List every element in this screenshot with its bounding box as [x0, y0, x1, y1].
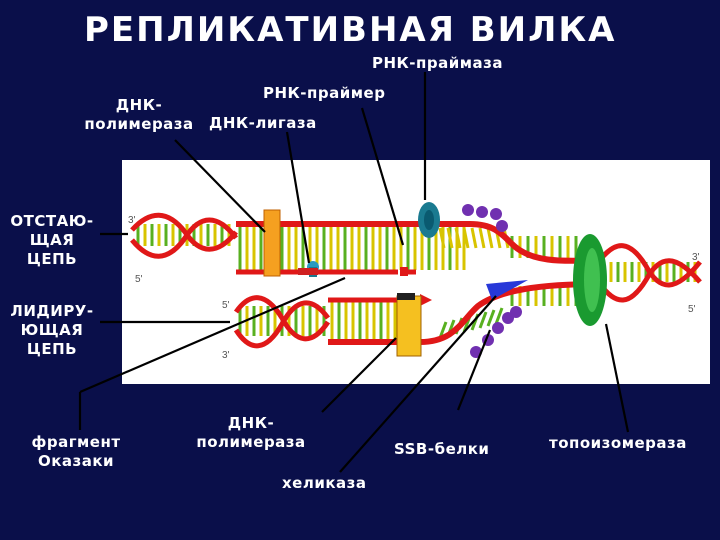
label-leading-line1: ЛИДИРУ- — [10, 302, 94, 320]
ssb-protein — [490, 208, 502, 220]
label-okazaki-fragment: фрагмент Оказаки — [22, 433, 130, 471]
dna-polymerase-leading — [396, 295, 422, 357]
rung-single-bottom — [494, 307, 504, 325]
top-parental-strand — [236, 221, 601, 264]
label-dna-polymerase-top: ДНК- полимераза — [76, 96, 202, 134]
pointer-ssb — [456, 329, 492, 411]
pointer-primer — [360, 107, 405, 246]
dna-polymerase-lagging — [263, 209, 281, 277]
pointer-ligase — [285, 131, 311, 264]
rung-single-top — [454, 227, 462, 249]
rung-single-top — [470, 227, 478, 249]
pointer-dna-polymerase-bottom — [321, 337, 397, 413]
label-rna-primase: РНК-праймаза — [372, 54, 503, 72]
label-topoisomerase: топоизомераза — [549, 434, 687, 452]
slide-title: РЕПЛИКАТИВНАЯ ВИЛКА — [84, 10, 617, 50]
label-lagging-strand: ОТСТАЮ- ЩАЯ ЦЕПЬ — [2, 212, 102, 269]
ssb-protein — [496, 220, 508, 232]
leading-strand-arrow — [420, 294, 432, 306]
label-lagging-line2: ЩАЯ — [29, 231, 75, 249]
ssb-protein — [492, 322, 504, 334]
bottom-helix-strand-b — [233, 300, 331, 349]
rung-single-top — [438, 227, 446, 249]
end-top-left-5: 5' — [135, 274, 143, 285]
end-top-left-3: 3' — [128, 215, 136, 226]
end-right-3: 3' — [692, 252, 700, 263]
label-okazaki-line2: Оказаки — [37, 452, 115, 470]
ssb-protein — [462, 204, 474, 216]
rung-single-top — [486, 227, 494, 249]
label-lagging-line1: ОТСТАЮ- — [10, 212, 94, 230]
rung-single-top — [478, 227, 486, 249]
label-dna-polymerase-top-line1: ДНК- — [115, 96, 163, 114]
helicase — [486, 280, 528, 300]
ssb-proteins — [462, 204, 522, 358]
rung-single-top — [462, 227, 470, 249]
pointer-okazaki-2 — [79, 276, 346, 394]
label-leading-line2: ЮЩАЯ — [20, 321, 84, 339]
rna-primer-1 — [400, 267, 408, 276]
top-helix-strand-b — [130, 217, 238, 259]
rna-primer-2 — [298, 268, 318, 275]
label-rna-primer: РНК-праймер — [263, 84, 386, 102]
end-bottom-left-5: 5' — [222, 300, 230, 311]
bottom-helix-strand-a — [233, 295, 331, 342]
label-lagging-line3: ЦЕПЬ — [26, 250, 78, 268]
label-okazaki-line1: фрагмент — [31, 433, 121, 451]
pointer-helicase — [339, 295, 497, 473]
end-right-5: 5' — [688, 304, 696, 315]
label-ssb-proteins: SSB-белки — [394, 440, 490, 458]
label-dna-ligase: ДНК-лигаза — [209, 114, 317, 132]
label-leading-strand: ЛИДИРУ- ЮЩАЯ ЦЕПЬ — [2, 302, 102, 359]
rna-primase-hole — [424, 210, 434, 230]
right-helix-strand-b — [597, 258, 702, 303]
ssb-protein — [510, 306, 522, 318]
label-helicase: хеликаза — [282, 474, 367, 492]
label-dna-polymerase-bottom-line1: ДНК- — [227, 414, 275, 432]
right-helix-strand-a — [598, 243, 702, 288]
rung-single-bottom — [478, 311, 488, 329]
rung-single-top — [446, 227, 454, 249]
label-dna-polymerase-top-line2: полимераза — [84, 115, 194, 133]
label-leading-line3: ЦЕПЬ — [26, 340, 78, 358]
bottom-parental-strand — [328, 281, 601, 345]
top-helix-strand-a — [130, 212, 238, 252]
end-bottom-left-3: 3' — [222, 350, 230, 361]
ssb-protein — [476, 206, 488, 218]
label-dna-polymerase-bottom-line2: полимераза — [196, 433, 306, 451]
topoisomerase-inner — [584, 248, 600, 312]
pointer-topoisomerase — [604, 323, 630, 433]
label-dna-polymerase-bottom: ДНК- полимераза — [188, 414, 314, 452]
dna-polymerase-leading-cap — [397, 293, 415, 300]
rung-single-bottom — [486, 309, 496, 327]
pointer-dna-polymerase-top — [174, 139, 266, 233]
